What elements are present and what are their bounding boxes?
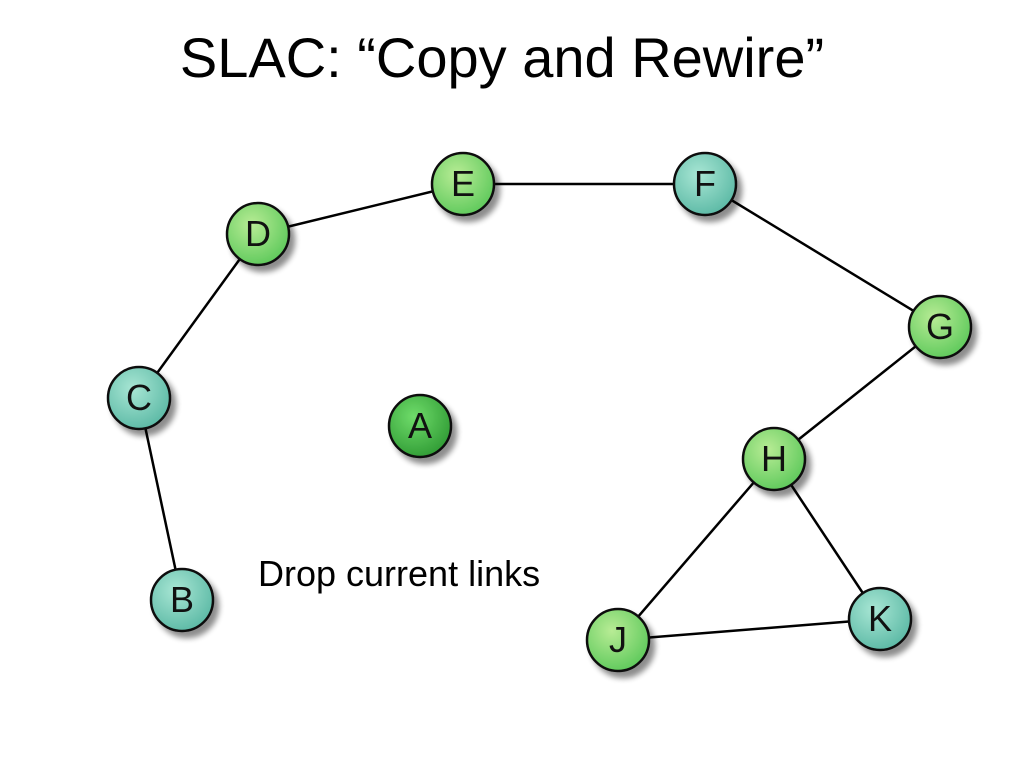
caption-text: Drop current links (258, 553, 541, 594)
edge-g-h (773, 326, 941, 460)
edge-h-j (617, 458, 775, 641)
node-f: F (672, 151, 738, 217)
node-circle (907, 294, 973, 360)
node-circle (149, 567, 215, 633)
node-a: A (387, 393, 453, 459)
edge-c-d (137, 233, 260, 399)
node-circle (672, 151, 738, 217)
node-circle (585, 607, 651, 673)
nodes-layer: A B C D E F G H J K (106, 151, 973, 673)
node-circle (106, 365, 172, 431)
node-circle (847, 586, 913, 652)
node-c: C (106, 365, 172, 431)
node-label: H (761, 438, 787, 479)
node-label: A (408, 405, 432, 446)
node-k: K (847, 586, 913, 652)
edge-j-k (617, 617, 881, 642)
node-j: J (585, 607, 651, 673)
node-circle (741, 426, 807, 492)
node-circle (225, 201, 291, 267)
slide-title: SLAC: “Copy and Rewire” (179, 26, 825, 89)
node-label: B (170, 579, 194, 620)
node-b: B (149, 567, 215, 633)
edge-b-c (137, 397, 184, 601)
node-label: F (694, 163, 716, 204)
node-label: D (245, 213, 271, 254)
node-label: K (868, 598, 892, 639)
node-label: E (451, 163, 475, 204)
node-h: H (741, 426, 807, 492)
node-e: E (430, 151, 496, 217)
node-circle (387, 393, 453, 459)
node-label: C (126, 377, 152, 418)
node-label: J (609, 619, 627, 660)
node-g: G (907, 294, 973, 360)
node-circle (430, 151, 496, 217)
node-d: D (225, 201, 291, 267)
edge-d-e (257, 182, 464, 236)
node-label: G (926, 306, 954, 347)
edge-f-g (704, 182, 941, 329)
